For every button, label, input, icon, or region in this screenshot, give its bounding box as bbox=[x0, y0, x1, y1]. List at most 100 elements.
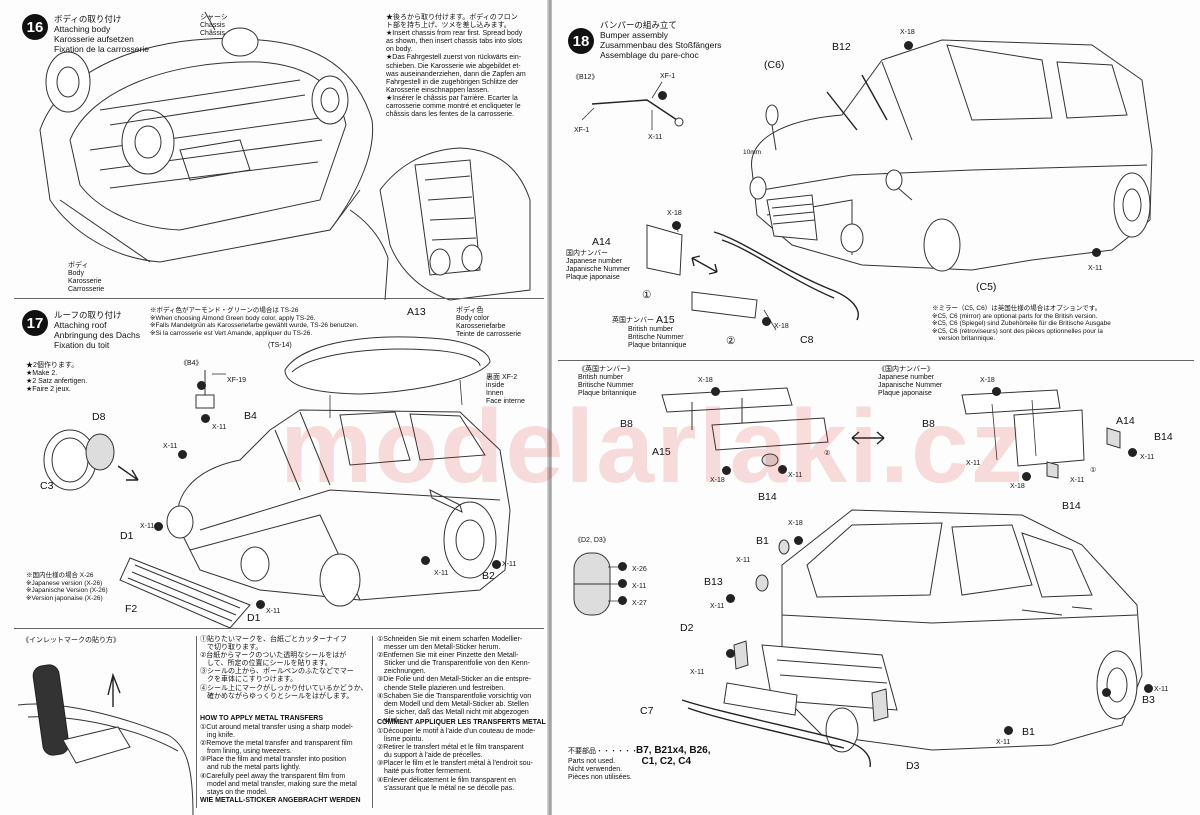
part-d1-label-2: D1 bbox=[247, 612, 261, 624]
rear-x11-label-4: X-11 bbox=[996, 739, 1011, 746]
part-b14-label-2: B14 bbox=[1154, 431, 1173, 443]
lamp-screw-2 bbox=[618, 579, 627, 588]
part-b13-label: B13 bbox=[704, 576, 723, 588]
right-page: 18 バンパーの組み立て Bumper assembly Zusammenbau… bbox=[552, 0, 1200, 815]
step-16-illustration bbox=[39, 11, 531, 301]
unused-parts-label: 不要部品・・・・・・ bbox=[568, 748, 638, 755]
part-b2-label: B2 bbox=[482, 570, 495, 582]
lamp-screw-1 bbox=[618, 562, 627, 571]
step-2-marker: ② bbox=[726, 335, 736, 347]
inlet-de-title: WIE METALL-STICKER ANGEBRACHT WERDEN bbox=[200, 797, 361, 804]
x11-label-2: X-11 bbox=[140, 523, 155, 530]
step-1-marker: ① bbox=[642, 289, 652, 301]
x11-label-3: X-11 bbox=[434, 570, 449, 577]
part-d2-label: D2 bbox=[680, 622, 694, 634]
plate-screw-1 bbox=[711, 387, 720, 396]
plate-screw-6 bbox=[1128, 448, 1137, 457]
british-plate-jp-label: 英国ナンバー bbox=[612, 317, 654, 324]
rear-screw-3 bbox=[726, 649, 735, 658]
plate-x18-1: X-18 bbox=[698, 377, 713, 384]
plate-screw-4 bbox=[992, 387, 1001, 396]
part-b1-label-2: B1 bbox=[1022, 726, 1035, 738]
step-17-color-note: ※ボディ色がアーモンド・グリーンの場合は TS-26 ※When choosin… bbox=[150, 307, 359, 337]
part-c3-label: C3 bbox=[40, 480, 54, 492]
screw-right bbox=[1092, 248, 1101, 257]
lamp-screw-3 bbox=[618, 596, 627, 605]
part-b14-label-3: B14 bbox=[1062, 500, 1081, 512]
rear-x18-label: X-18 bbox=[788, 520, 803, 527]
part-b8-label-1: B8 bbox=[620, 418, 633, 430]
d2d3-x27-label: X-27 bbox=[632, 600, 647, 607]
japanese-plate-header: 《国内ナンバー》 Japanese number Japanische Numm… bbox=[878, 366, 943, 397]
part-a14-label-2: A14 bbox=[1116, 415, 1135, 427]
part-b14-label-1: B14 bbox=[758, 491, 777, 503]
plate-circle-1: ① bbox=[1090, 467, 1097, 474]
d2d3-detail-header: 《D2, D3》 bbox=[574, 537, 610, 544]
step-17-title: ルーフの取り付け Attaching roof Anbringung des D… bbox=[54, 310, 141, 350]
page-gutter bbox=[547, 0, 553, 815]
plate-variants-illustration bbox=[661, 387, 1121, 479]
d2d3-x11-label: X-11 bbox=[632, 583, 647, 590]
part-d1-label-1: D1 bbox=[120, 530, 134, 542]
step-18-title: バンパーの組み立て Bumper assembly Zusammenbau de… bbox=[600, 20, 722, 60]
screw-xf19 bbox=[197, 381, 206, 390]
plate-x18-3: X-18 bbox=[980, 377, 995, 384]
part-b12-label: B12 bbox=[832, 41, 851, 53]
unused-parts-list: B7, B21x4, B26, C1, C2, C4 bbox=[636, 745, 711, 767]
rear-x11-label-2: X-11 bbox=[710, 603, 725, 610]
part-c6-label: (C6) bbox=[764, 59, 785, 71]
plate-x18-2: X-18 bbox=[710, 477, 725, 484]
divider-16-17 bbox=[14, 298, 544, 299]
mirror-note: ※ミラー（C5, C6）は英国仕様の場合はオプションです。 ※C5, C6 (m… bbox=[932, 305, 1111, 343]
part-b3-label: B3 bbox=[1142, 694, 1155, 706]
rear-x11-label-3: X-11 bbox=[690, 669, 705, 676]
b4-xf19-label: XF-19 bbox=[227, 377, 247, 384]
plate-circle-2: ② bbox=[824, 450, 831, 457]
step-17-japan-version: ※国内仕様の場合 X-26 ※Japanese version (X-26) ※… bbox=[26, 572, 108, 602]
divider-17-inlet bbox=[14, 628, 544, 629]
screw-1 bbox=[178, 450, 187, 459]
rear-screw-5 bbox=[1144, 684, 1153, 693]
x18-label-top: X-18 bbox=[900, 29, 915, 36]
b12-x11-label: X-11 bbox=[648, 134, 663, 141]
b4-detail-header: 《B4》 bbox=[180, 360, 203, 367]
screw-a15 bbox=[762, 317, 771, 326]
inlet-fr-text: ①Découper le motif à l'aide d'un couteau… bbox=[377, 728, 536, 792]
plate-screw-2 bbox=[722, 466, 731, 475]
inlet-jp-text: ①貼りたいマークを、台紙ごとカッターナイフ で切り取ります。 ②台紙からマークの… bbox=[200, 636, 368, 700]
xf1-label-1: XF-1 bbox=[660, 73, 676, 80]
x11-label-1: X-11 bbox=[163, 443, 178, 450]
step-18-number: 18 bbox=[568, 28, 594, 54]
part-d8-label: D8 bbox=[92, 411, 106, 423]
part-b4-label: B4 bbox=[244, 410, 257, 422]
plate-screw-3 bbox=[778, 465, 787, 474]
screw-3 bbox=[421, 556, 430, 565]
part-d3-label: D3 bbox=[906, 760, 920, 772]
rear-x11-label-1: X-11 bbox=[736, 557, 751, 564]
x18-label-a14: X-18 bbox=[667, 210, 682, 217]
part-f2-label: F2 bbox=[125, 603, 138, 615]
screw-b4 bbox=[201, 414, 210, 423]
step-16-note: ★後ろから取り付けます。ボディのフロン ト部を持ち上げ、ツメを差し込みます。 ★… bbox=[386, 14, 526, 119]
divider-18-plates bbox=[558, 360, 1194, 361]
x11-label-4: X-11 bbox=[502, 561, 517, 568]
japanese-plate-label: 国内ナンバー Japanese number Japanische Nummer… bbox=[566, 250, 631, 281]
inlet-en-text: ①Cut around metal transfer using a sharp… bbox=[200, 724, 357, 796]
step-17-make2-note: ★2個作ります。 ★Make 2. ★2 Satz anfertigen. ★F… bbox=[26, 362, 88, 393]
step-16-body-label: ボディ Body Karosserie Carrosserie bbox=[68, 262, 105, 293]
inlet-de-text: ①Schneiden Sie mit einem scharfen Modell… bbox=[377, 636, 532, 724]
b12-detail-header: 《B12》 bbox=[572, 74, 599, 81]
x18-label-a15: X-18 bbox=[774, 323, 789, 330]
inlet-rule-2 bbox=[372, 636, 373, 808]
part-a15-label: A15 bbox=[656, 314, 675, 326]
inlet-illustration bbox=[17, 664, 194, 815]
inlet-header: 《インレットマークの貼り方》 bbox=[22, 637, 120, 644]
screw-4 bbox=[492, 560, 501, 569]
left-page: 16 ボディの取り付け Attaching body Karosserie au… bbox=[0, 0, 548, 815]
british-plate-header: 《英国ナンバー》 British number Britische Nummer… bbox=[578, 366, 637, 397]
rear-x11-label-7: X-11 bbox=[966, 460, 981, 467]
x11-label-5: X-11 bbox=[266, 608, 281, 615]
screw-top bbox=[904, 41, 913, 50]
inlet-en-title: HOW TO APPLY METAL TRANSFERS bbox=[200, 715, 324, 722]
rear-screw-2 bbox=[726, 594, 735, 603]
